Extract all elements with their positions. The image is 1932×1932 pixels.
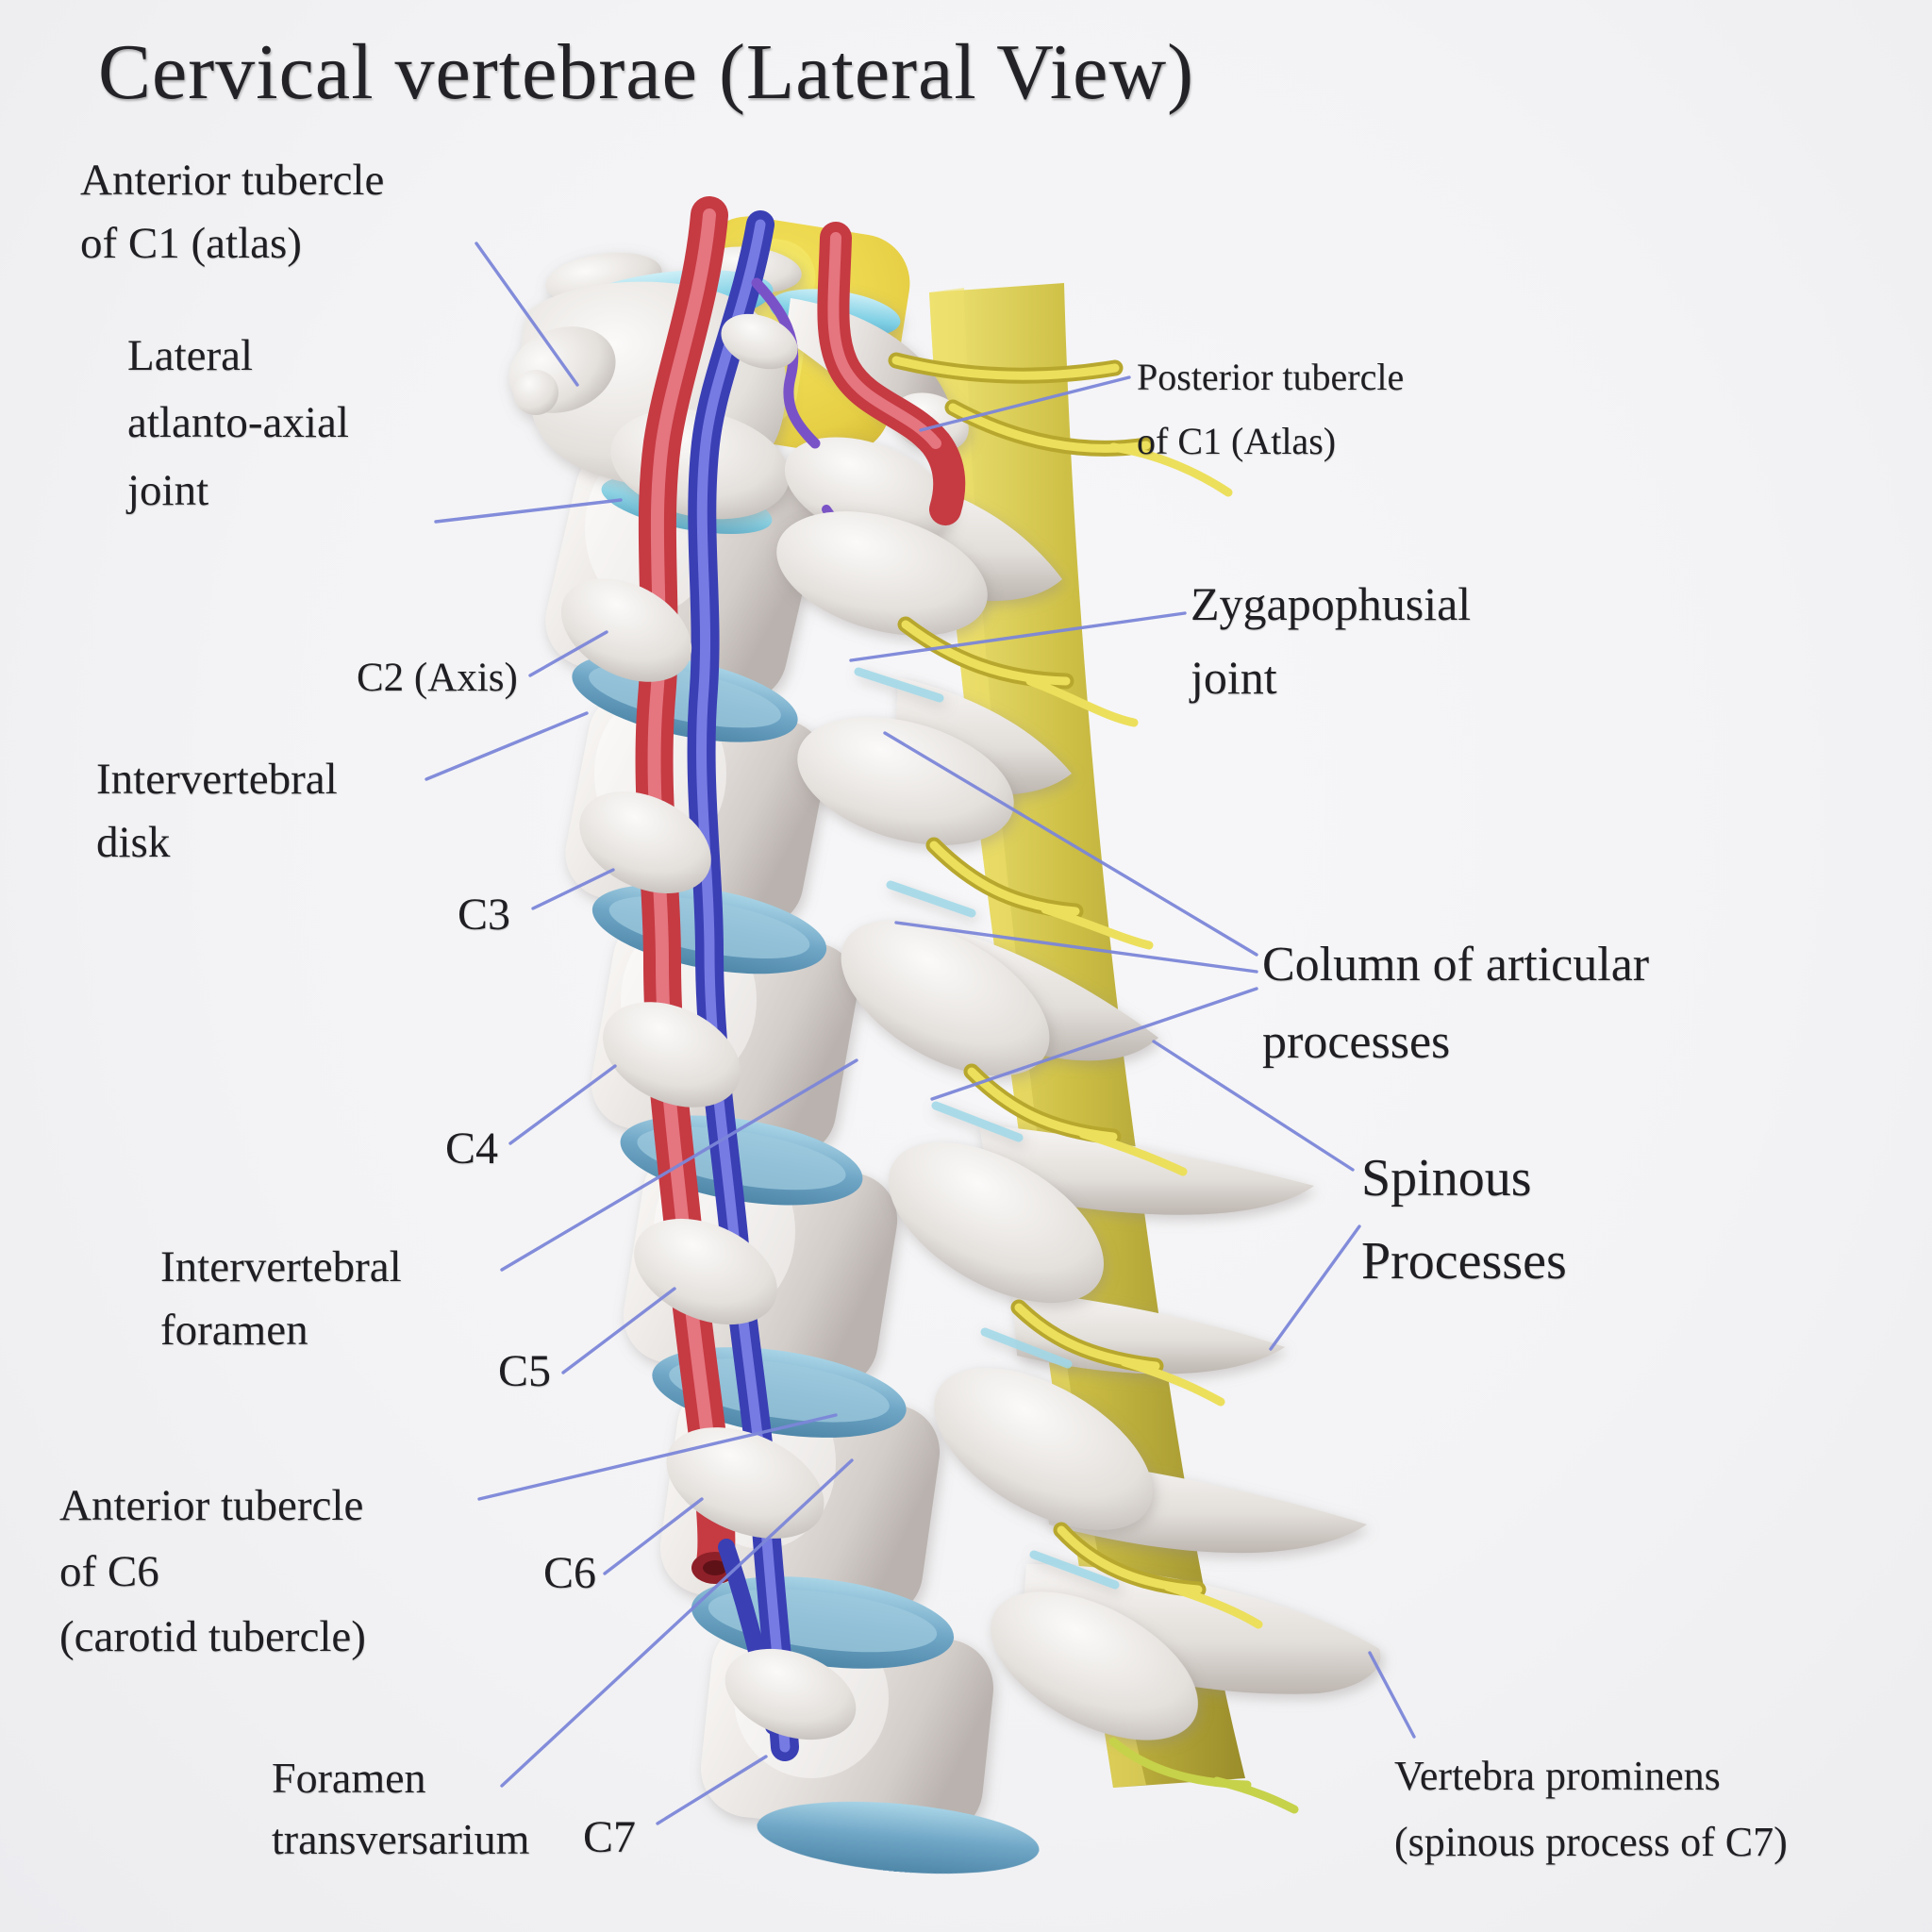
label-c4: C4 <box>445 1124 499 1174</box>
leader-c2-axis <box>528 630 608 677</box>
leader-column-articular-3 <box>930 987 1258 1101</box>
leader-spinous-1 <box>1152 1040 1355 1172</box>
leader-foramen-transversarium <box>500 1458 854 1788</box>
leader-posterior-tubercle-c1 <box>919 375 1131 432</box>
label-c3: C3 <box>458 890 511 940</box>
leader-lateral-atlanto-axial-joint <box>434 498 623 524</box>
label-c6: C6 <box>543 1548 597 1598</box>
leader-c7 <box>656 1755 768 1825</box>
c6-anterior-tubercle-graphic <box>666 1427 824 1539</box>
leader-spinous-2 <box>1269 1224 1361 1351</box>
label-zygapophusial-joint: Zygapophusial joint <box>1191 577 1472 704</box>
leader-lines <box>425 242 1416 1825</box>
label-intervertebral-disk: Intervertebral disk <box>96 755 338 867</box>
label-c7: C7 <box>583 1812 637 1862</box>
label-foramen-transversarium: Foramen transversarium <box>272 1754 530 1864</box>
leader-c4 <box>508 1064 617 1145</box>
leader-c6 <box>603 1497 704 1575</box>
leader-zygapophusial-joint <box>849 611 1187 662</box>
label-column-of-articular-processes: Column of articular processes <box>1262 938 1650 1070</box>
leader-anterior-tubercle-c1 <box>475 242 579 387</box>
label-lateral-atlanto-axial-joint: Lateral atlanto-axial joint <box>127 331 349 515</box>
label-c5: C5 <box>498 1346 552 1396</box>
label-anterior-tubercle-c6: Anterior tubercle of C6 (carotid tubercl… <box>59 1481 366 1662</box>
facet-joint-lines-graphic <box>854 667 1120 1590</box>
label-spinous-processes: Spinous Processes <box>1361 1149 1567 1291</box>
leader-intervertebral-foramen <box>500 1058 858 1272</box>
purple-vessel-graphic <box>751 277 821 449</box>
leader-c3 <box>531 868 615 910</box>
label-c2-axis: C2 (Axis) <box>357 656 518 700</box>
leader-intervertebral-disk <box>425 711 589 781</box>
label-intervertebral-foramen: Intervertebral foramen <box>160 1242 402 1355</box>
leader-anterior-tubercle-c6 <box>477 1413 838 1501</box>
transverse-processes-graphic <box>560 313 857 1740</box>
leader-c5 <box>561 1287 676 1374</box>
leader-column-articular-1 <box>883 731 1258 957</box>
articular-column-graphic <box>776 511 1198 1740</box>
disk-below-c7-graphic <box>757 1801 1040 1874</box>
label-posterior-tubercle-c1: Posterior tubercle of C1 (Atlas) <box>1137 356 1405 462</box>
spinal-nerves-graphic <box>888 352 1299 1814</box>
page-title: Cervical vertebrae (Lateral View) <box>98 28 1195 116</box>
leader-vertebra-prominens <box>1368 1651 1416 1739</box>
leader-column-articular-2 <box>894 921 1258 974</box>
label-vertebra-prominens: Vertebra prominens (spinous process of C… <box>1394 1753 1788 1866</box>
label-anterior-tubercle-c1: Anterior tubercle of C1 (atlas) <box>80 156 385 268</box>
